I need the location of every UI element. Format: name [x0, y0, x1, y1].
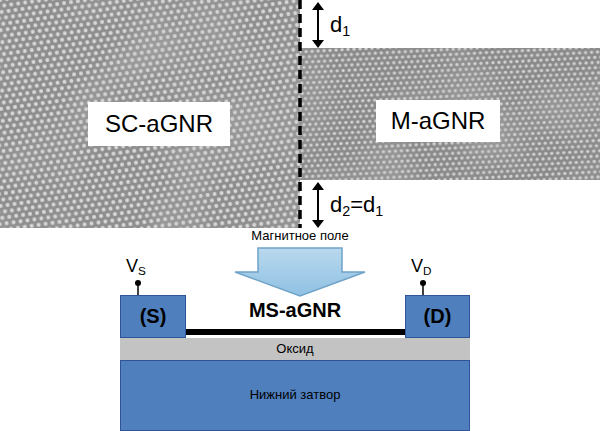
stm-shading — [300, 48, 600, 180]
ribbon-channel — [186, 329, 405, 335]
node-text: SC-aGNR — [105, 110, 213, 138]
interface-line — [298, 0, 302, 228]
drain-contact: (D) — [405, 295, 470, 338]
region-label-box: M-aGNR — [376, 100, 500, 142]
node-text: Нижний затвор — [250, 388, 341, 403]
dimension-arrow — [312, 2, 324, 48]
dimension-label: d1 — [330, 12, 350, 37]
terminal-dot — [135, 280, 141, 286]
terminal-label: VD — [411, 256, 431, 277]
source-contact: (S) — [120, 295, 186, 338]
sc-ribbon-image — [0, 0, 300, 228]
stm-shading — [0, 0, 300, 228]
node-text: (D) — [424, 305, 452, 328]
node-text: (S) — [140, 305, 167, 328]
magnetic-field-arrow — [235, 248, 365, 296]
field-label: Магнитное поле — [251, 229, 348, 244]
m-ribbon-image — [300, 48, 600, 180]
terminal-label: VS — [126, 256, 146, 277]
channel-label: MS-aGNR — [249, 299, 341, 322]
dimension-label: d2=d1 — [330, 192, 383, 217]
oxide-layer: Оксид — [120, 338, 470, 360]
node-text: Оксид — [276, 342, 313, 357]
terminal-dot — [420, 280, 426, 286]
dimension-arrow — [312, 182, 324, 228]
bottom-gate: Нижний затвор — [120, 360, 470, 431]
region-label-box: SC-aGNR — [88, 102, 230, 146]
node-text: M-aGNR — [391, 107, 486, 135]
